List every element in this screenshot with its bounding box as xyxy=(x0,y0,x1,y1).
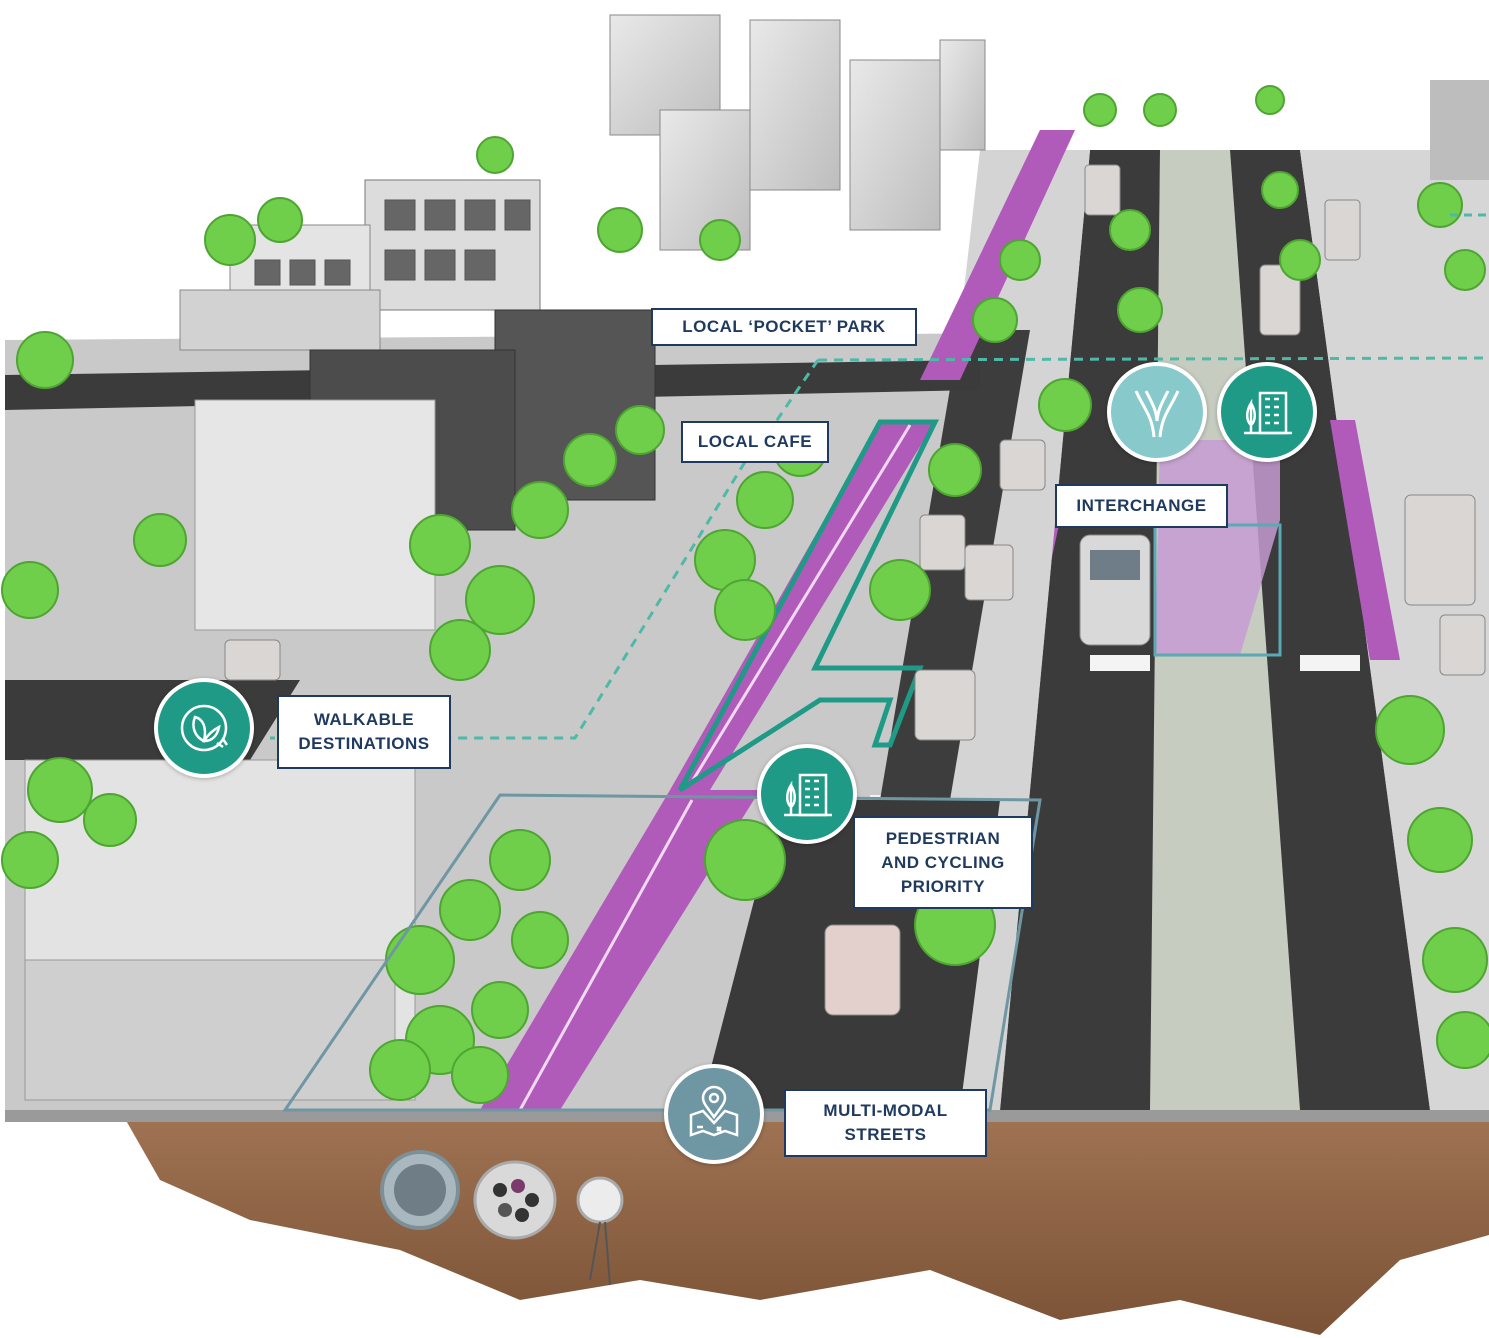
underground-utilities xyxy=(380,1150,624,1286)
city-buildings-icon xyxy=(757,744,857,844)
leaf-plug-icon xyxy=(154,678,254,778)
vehicles xyxy=(224,164,1486,1016)
label-pedestrian-cycling-priority: PEDESTRIAN AND CYCLING PRIORITY xyxy=(853,816,1033,909)
label-interchange: INTERCHANGE xyxy=(1055,484,1228,528)
window-grids xyxy=(254,199,531,286)
label-local-pocket-park: LOCAL ‘POCKET’ PARK xyxy=(651,308,917,346)
label-multi-modal-streets: MULTI-MODAL STREETS xyxy=(784,1089,987,1157)
focus-area-outlines xyxy=(282,213,1489,1112)
street-trees xyxy=(1,85,1489,1104)
cycle-lanes xyxy=(480,130,1075,1111)
label-local-cafe: LOCAL CAFE xyxy=(681,421,829,463)
city-buildings-icon xyxy=(1217,362,1317,462)
label-walkable-destinations: WALKABLE DESTINATIONS xyxy=(277,695,451,769)
ground-soil xyxy=(120,1110,1489,1335)
map-pin-icon xyxy=(664,1064,764,1164)
road-merge-icon xyxy=(1107,362,1207,462)
